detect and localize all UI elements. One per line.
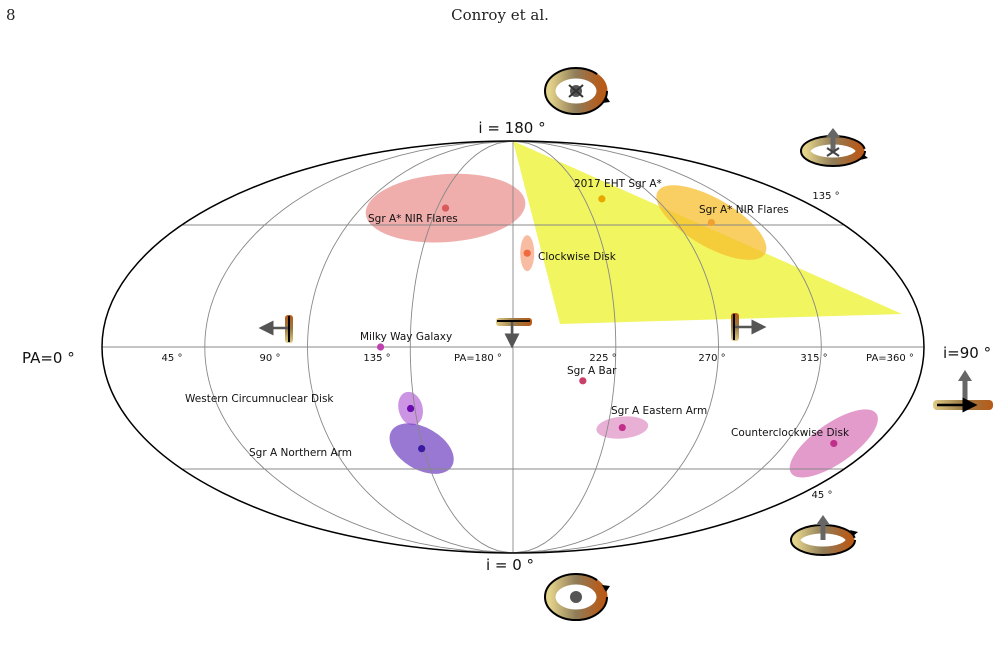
ring-glyph-right	[933, 370, 993, 413]
top-axis-label: i = 180 °	[478, 119, 545, 137]
edge-glyph-pa180	[496, 318, 532, 349]
ring-glyph-bottom	[544, 573, 610, 621]
pa-tick-315: 315 °	[800, 353, 827, 364]
label-northern-arm: Sgr A Northern Arm	[249, 447, 352, 459]
point-8	[618, 423, 626, 432]
pa-tick-45: 45 °	[162, 353, 183, 364]
label-nir-flares-1: Sgr A* NIR Flares	[368, 213, 458, 225]
i-tick-135: 135 °	[812, 191, 839, 202]
pa-tick-225: 225 °	[589, 353, 616, 364]
label-ccw-disk: Counterclockwise Disk	[731, 427, 850, 439]
point-5	[579, 377, 587, 385]
label-eht: 2017 EHT Sgr A*	[574, 178, 662, 190]
left-axis-label: PA=0 °	[22, 349, 75, 367]
running-title: Conroy et al.	[451, 6, 549, 24]
point-7	[418, 445, 426, 453]
projection-boundary	[101, 140, 925, 554]
label-milky-way: Milky Way Galaxy	[360, 331, 452, 343]
pa-tick-135: 135 °	[363, 353, 390, 364]
pa-tick-90: 90 °	[260, 353, 281, 364]
point-1	[598, 195, 606, 203]
ring-glyph-top	[544, 67, 610, 115]
pa-tick-180: PA=180 °	[454, 353, 502, 364]
i-tick-45: 45 °	[812, 490, 833, 501]
right-axis-label: i=90 °	[943, 344, 991, 362]
pa-tick-270: 270 °	[698, 353, 725, 364]
ring-glyph-lower-right	[790, 515, 858, 556]
point-0	[376, 343, 385, 351]
label-eastern-arm: Sgr A Eastern Arm	[611, 405, 707, 417]
label-sgr-a-bar: Sgr A Bar	[567, 365, 617, 377]
pa-tick-360: PA=360 °	[866, 353, 914, 364]
point-3	[707, 218, 715, 227]
label-clockwise-disk: Clockwise Disk	[538, 251, 617, 263]
point-6	[406, 404, 415, 413]
ring-glyph-upper-right	[800, 128, 868, 167]
label-western-cnd: Western Circumnuclear Disk	[185, 393, 334, 405]
label-nir-flares-2: Sgr A* NIR Flares	[699, 204, 789, 216]
edge-glyph-pa90	[258, 315, 293, 343]
point-9	[830, 439, 838, 448]
bottom-axis-label: i = 0 °	[486, 556, 534, 574]
edge-glyph-pa270	[731, 313, 767, 341]
point-4	[523, 249, 531, 257]
page-number: 8	[6, 6, 16, 24]
point-2	[441, 204, 450, 212]
